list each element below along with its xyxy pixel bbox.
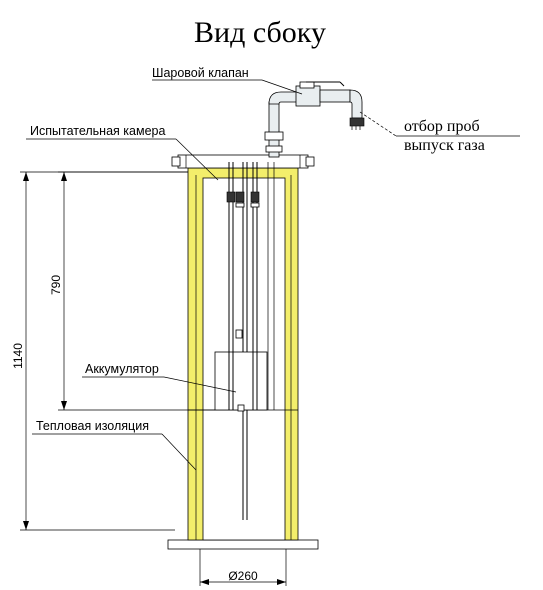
dimension-1140-label: 1140 xyxy=(11,343,25,369)
flange-bolt-right xyxy=(305,156,315,167)
dimension-1140: 1140 xyxy=(11,171,188,531)
pipe-assembly xyxy=(264,81,365,158)
leader-thermal-insulation xyxy=(161,433,197,471)
drawing-title: Вид сбоку xyxy=(194,16,326,49)
dimension-790: 790 xyxy=(49,171,215,411)
label-test-chamber: Испытательная камера xyxy=(30,124,165,138)
accumulator-block xyxy=(214,351,268,411)
label-thermal-insulation: Тепловая изоляция xyxy=(36,419,149,433)
label-ball-valve: Шаровой клапан xyxy=(152,66,249,80)
dimension-790-label: 790 xyxy=(49,275,63,295)
base-plate xyxy=(167,539,319,550)
leader-ball-valve xyxy=(261,79,303,95)
dimension-diameter: Ø260 xyxy=(199,549,287,586)
flange-bolt-left xyxy=(171,156,181,167)
leader-test-chamber xyxy=(175,138,219,181)
leader-accumulator xyxy=(163,376,237,393)
label-gas-release: выпуск газа xyxy=(404,137,485,154)
label-accumulator: Аккумулятор xyxy=(85,362,159,376)
label-sampling: отбор проб xyxy=(404,118,480,135)
dimension-diameter-label: Ø260 xyxy=(228,569,258,583)
leader-sampling xyxy=(359,111,397,137)
